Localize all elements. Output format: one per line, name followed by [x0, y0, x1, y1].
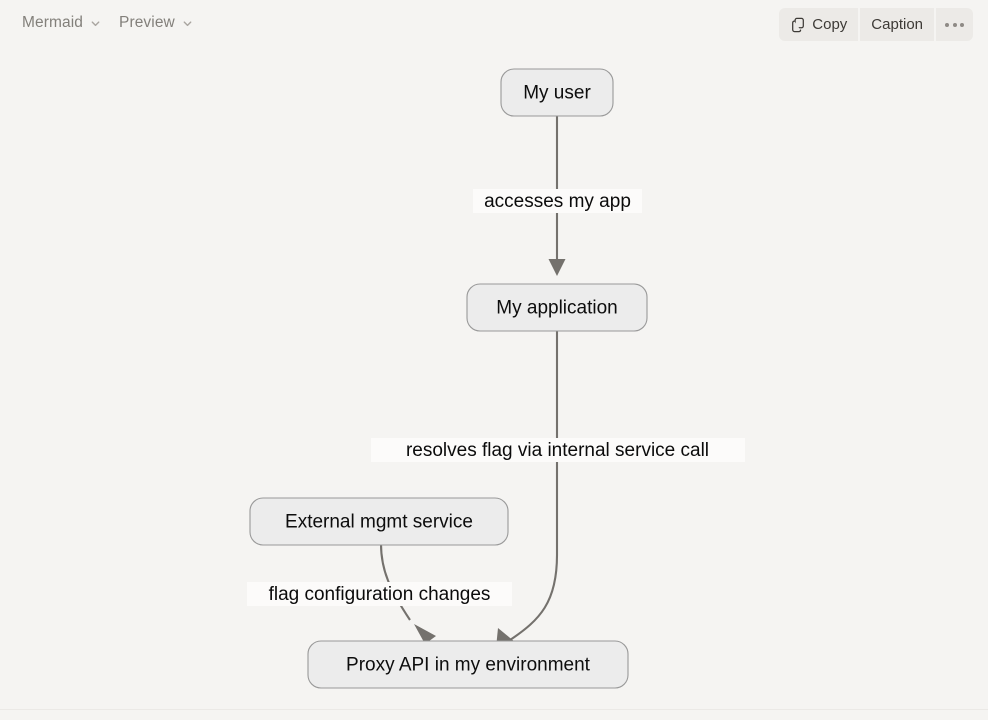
toolbar: Mermaid Preview Co — [0, 0, 988, 50]
node-proxy-api[interactable]: Proxy API in my environment — [307, 640, 629, 689]
edge-path — [379, 543, 411, 621]
copy-icon — [790, 17, 806, 33]
node-my-user[interactable]: My user — [500, 68, 614, 117]
more-horizontal-icon — [945, 22, 964, 27]
caption-button[interactable]: Caption — [860, 8, 934, 41]
edge-label-background — [371, 438, 745, 462]
mermaid-flowchart: accesses my app resolves flag via intern… — [247, 68, 745, 689]
node-shape — [466, 283, 648, 332]
node-shape — [307, 640, 629, 689]
toolbar-left-group: Mermaid Preview — [16, 11, 199, 35]
node-shape — [249, 497, 509, 546]
toolbar-right-group: Copy Caption — [779, 8, 973, 41]
node-label: Proxy API in my environment — [346, 655, 591, 676]
edge-label-accesses-my-app: accesses my app — [473, 189, 642, 213]
caption-button-label: Caption — [871, 16, 923, 33]
diagram-canvas[interactable]: accesses my app resolves flag via intern… — [0, 50, 988, 720]
arrowhead-icon — [548, 259, 566, 276]
chevron-down-icon — [182, 18, 193, 29]
edge-label-background — [473, 189, 642, 213]
menu-button-mermaid[interactable]: Mermaid — [16, 11, 107, 35]
edge-label-flag-configuration-changes: flag configuration changes — [247, 582, 512, 606]
edge-label-resolves-flag: resolves flag via internal service call — [371, 438, 745, 462]
node-shape — [500, 68, 614, 117]
menu-button-mermaid-label: Mermaid — [22, 14, 83, 31]
node-my-application[interactable]: My application — [466, 283, 648, 332]
edge-label-text: accesses my app — [484, 191, 631, 212]
edge-label-text: resolves flag via internal service call — [406, 440, 709, 461]
node-label: My user — [523, 83, 591, 104]
copy-button-label: Copy — [812, 16, 848, 33]
bottom-divider — [0, 709, 988, 710]
node-label: My application — [496, 298, 617, 319]
node-label: External mgmt service — [285, 512, 473, 533]
more-options-button[interactable] — [936, 8, 973, 41]
edge-path — [509, 330, 559, 641]
menu-button-preview[interactable]: Preview — [113, 11, 199, 35]
menu-button-preview-label: Preview — [119, 14, 175, 31]
edge-label-background — [247, 582, 512, 606]
chevron-down-icon — [90, 18, 101, 29]
copy-button[interactable]: Copy — [779, 8, 859, 41]
edge-label-text: flag configuration changes — [269, 584, 491, 605]
arrowhead-icon — [414, 624, 436, 644]
edge-external-to-proxy — [379, 543, 436, 644]
node-external-mgmt-service[interactable]: External mgmt service — [249, 497, 509, 546]
